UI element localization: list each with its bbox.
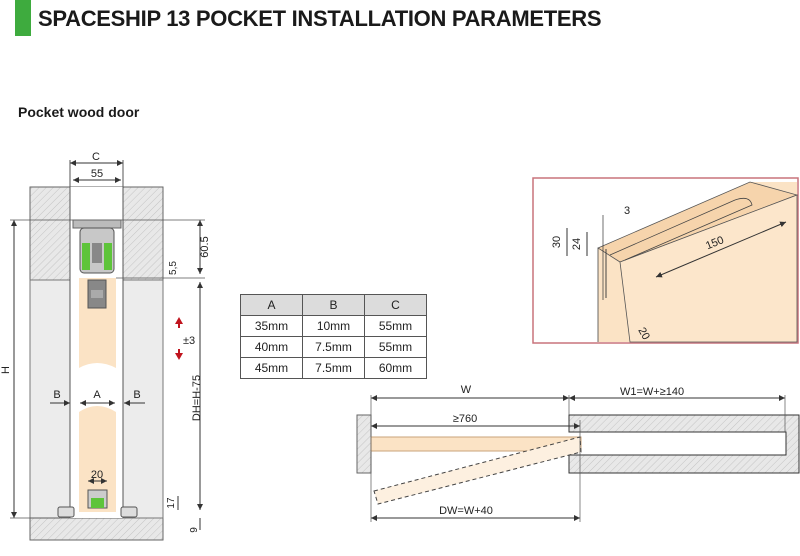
dim-W: W	[461, 384, 472, 396]
carriage-wheel-left	[82, 243, 90, 270]
dim-depth-30: 30	[551, 236, 563, 248]
dim-bottom-width: 20	[91, 469, 103, 481]
dim-offset-20: 20	[635, 326, 652, 343]
dim-top-width: 55	[91, 168, 103, 180]
table-header: C	[364, 294, 427, 316]
dim-floor: 9	[189, 527, 200, 533]
dim-gap: 5,5	[168, 261, 179, 275]
floor	[29, 517, 164, 541]
adjust-arrows-icon	[175, 317, 183, 360]
parameters-table: A B C 35mm 10mm 55mm 40mm 7.5mm 55mm 45m…	[240, 294, 427, 379]
pocket-wall	[568, 414, 800, 474]
table-header-row: A B C	[240, 294, 427, 316]
front-view: C 55 H 60.5 5,5 DH=H-75 ±3 B A B 20 17 9	[0, 151, 211, 541]
table-cell: 7.5mm	[302, 336, 365, 358]
table-cell: 40mm	[240, 336, 303, 358]
dim-groove-width: 3	[624, 205, 630, 217]
table-cell: 55mm	[364, 315, 427, 337]
track-profile	[72, 219, 122, 229]
dim-W1: W1=W+≥140	[620, 386, 684, 398]
title-accent-bar	[15, 0, 31, 36]
table-header: B	[302, 294, 365, 316]
section-subtitle: Pocket wood door	[18, 104, 140, 120]
dim-bottom-guide: 17	[166, 497, 177, 509]
groove-detail: 3 30 24 150 20	[532, 177, 799, 344]
dim-B-left: B	[53, 389, 60, 401]
table-row: 40mm 7.5mm 55mm	[240, 336, 427, 358]
table-cell: 55mm	[364, 336, 427, 358]
carriage-wheel-right	[104, 243, 112, 270]
table-row: 45mm 7.5mm 60mm	[240, 357, 427, 379]
dim-DW: DW=W+40	[439, 505, 493, 517]
dim-A: A	[93, 389, 101, 401]
table-cell: 45mm	[240, 357, 303, 379]
table-row: 35mm 10mm 55mm	[240, 315, 427, 337]
page-title: SPACESHIP 13 POCKET INSTALLATION PARAMET…	[38, 6, 602, 31]
table-cell: 60mm	[364, 357, 427, 379]
dim-H: H	[0, 366, 12, 374]
dim-adjust: ±3	[183, 335, 195, 347]
pocket-left-wall	[29, 279, 71, 519]
dim-door-height: DH=H-75	[191, 375, 203, 421]
table-cell: 10mm	[302, 315, 365, 337]
pocket-right-wall	[122, 279, 164, 519]
door-break	[79, 363, 116, 412]
dim-C: C	[92, 151, 100, 163]
jamb-wall	[356, 414, 372, 474]
table-cell: 7.5mm	[302, 357, 365, 379]
table-cell: 35mm	[240, 315, 303, 337]
plan-view: W W1=W+≥140 ≥760 DW=W+40	[356, 384, 800, 522]
dim-B-right: B	[133, 389, 140, 401]
dim-top-height: 60.5	[199, 236, 211, 257]
door-swing-dashed	[373, 436, 582, 505]
dim-depth-24: 24	[571, 238, 583, 250]
dim-min-width: ≥760	[453, 413, 477, 425]
table-header: A	[240, 294, 303, 316]
